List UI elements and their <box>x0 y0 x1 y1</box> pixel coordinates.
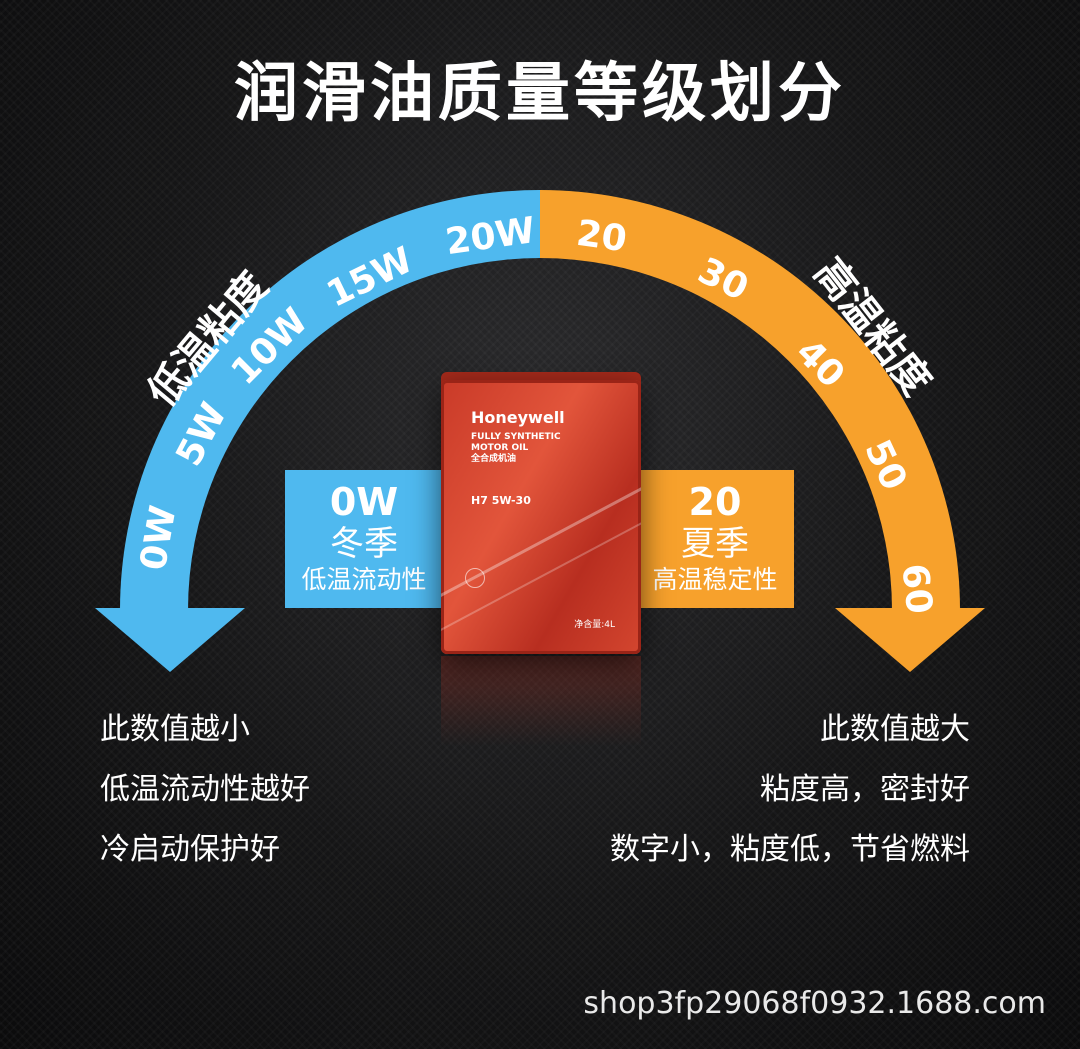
product-volume: 净含量:4L <box>574 620 615 630</box>
high-temp-arc <box>540 190 960 610</box>
note-left-2: 低温流动性越好 <box>100 772 310 807</box>
product-reflection <box>441 656 641 746</box>
high-grade-0: 20 <box>574 213 629 261</box>
product-line1: FULLY SYNTHETIC <box>471 432 561 442</box>
product-line2: MOTOR OIL <box>471 443 529 453</box>
page-title: 润滑油质量等级划分 <box>234 57 846 131</box>
summer-grade: 20 <box>688 480 742 524</box>
product-model: H7 5W-30 <box>471 494 531 507</box>
summer-grade-box: 20 夏季 高温稳定性 <box>636 470 794 608</box>
summer-season: 夏季 <box>681 524 749 564</box>
product-brand: Honeywell <box>471 408 565 427</box>
note-right-3: 数字小，粘度低，节省燃料 <box>610 832 970 867</box>
winter-grade: 0W <box>329 480 399 524</box>
shop-watermark: shop3fp29068f0932.1688.com <box>583 986 1046 1021</box>
note-right-2: 粘度高，密封好 <box>760 772 970 807</box>
product-line3: 全合成机油 <box>471 454 517 464</box>
high-grade-4: 60 <box>893 562 939 616</box>
summer-desc: 高温稳定性 <box>652 565 778 594</box>
note-left-3: 冷启动保护好 <box>100 832 280 867</box>
low-temp-arc <box>120 190 540 610</box>
winter-grade-box: 0W 冬季 低温流动性 <box>285 470 443 608</box>
winter-desc: 低温流动性 <box>301 565 427 594</box>
note-left-1: 此数值越小 <box>100 712 250 747</box>
oil-can: Honeywell FULLY SYNTHETIC MOTOR OIL 全合成机… <box>441 380 641 654</box>
winter-season: 冬季 <box>330 524 398 564</box>
note-right-1: 此数值越大 <box>820 712 970 747</box>
certification-badge-icon <box>465 568 485 588</box>
high-temp-arrow <box>835 608 985 672</box>
low-temp-arrow <box>95 608 245 672</box>
